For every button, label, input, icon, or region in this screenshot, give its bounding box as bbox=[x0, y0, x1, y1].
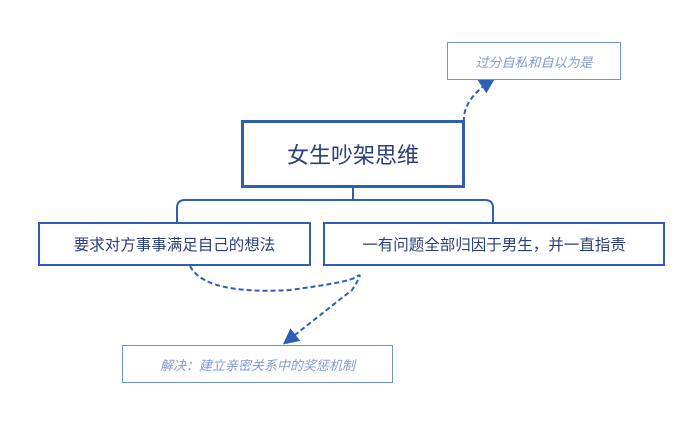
branch-node-demands[interactable]: 要求对方事事满足自己的想法 bbox=[38, 222, 311, 266]
branch-node-label: 要求对方事事满足自己的想法 bbox=[73, 236, 276, 254]
branch-node-label: 一有问题全部归因于男生，并一直指责 bbox=[362, 236, 626, 254]
note-solution[interactable]: 解决：建立亲密关系中的奖惩机制 bbox=[122, 345, 393, 383]
branch-node-blame[interactable]: 一有问题全部归因于男生，并一直指责 bbox=[323, 222, 665, 266]
note-label: 解决：建立亲密关系中的奖惩机制 bbox=[159, 358, 355, 374]
dashed-arrow-top bbox=[462, 77, 496, 123]
note-label: 过分自私和自以为是 bbox=[475, 55, 593, 71]
note-selfish[interactable]: 过分自私和自以为是 bbox=[447, 42, 621, 80]
dashed-arrow-bottom bbox=[189, 265, 361, 345]
tree-bracket bbox=[176, 188, 494, 222]
root-node-label: 女生吵架思维 bbox=[286, 144, 419, 169]
root-node[interactable]: 女生吵架思维 bbox=[241, 120, 465, 188]
